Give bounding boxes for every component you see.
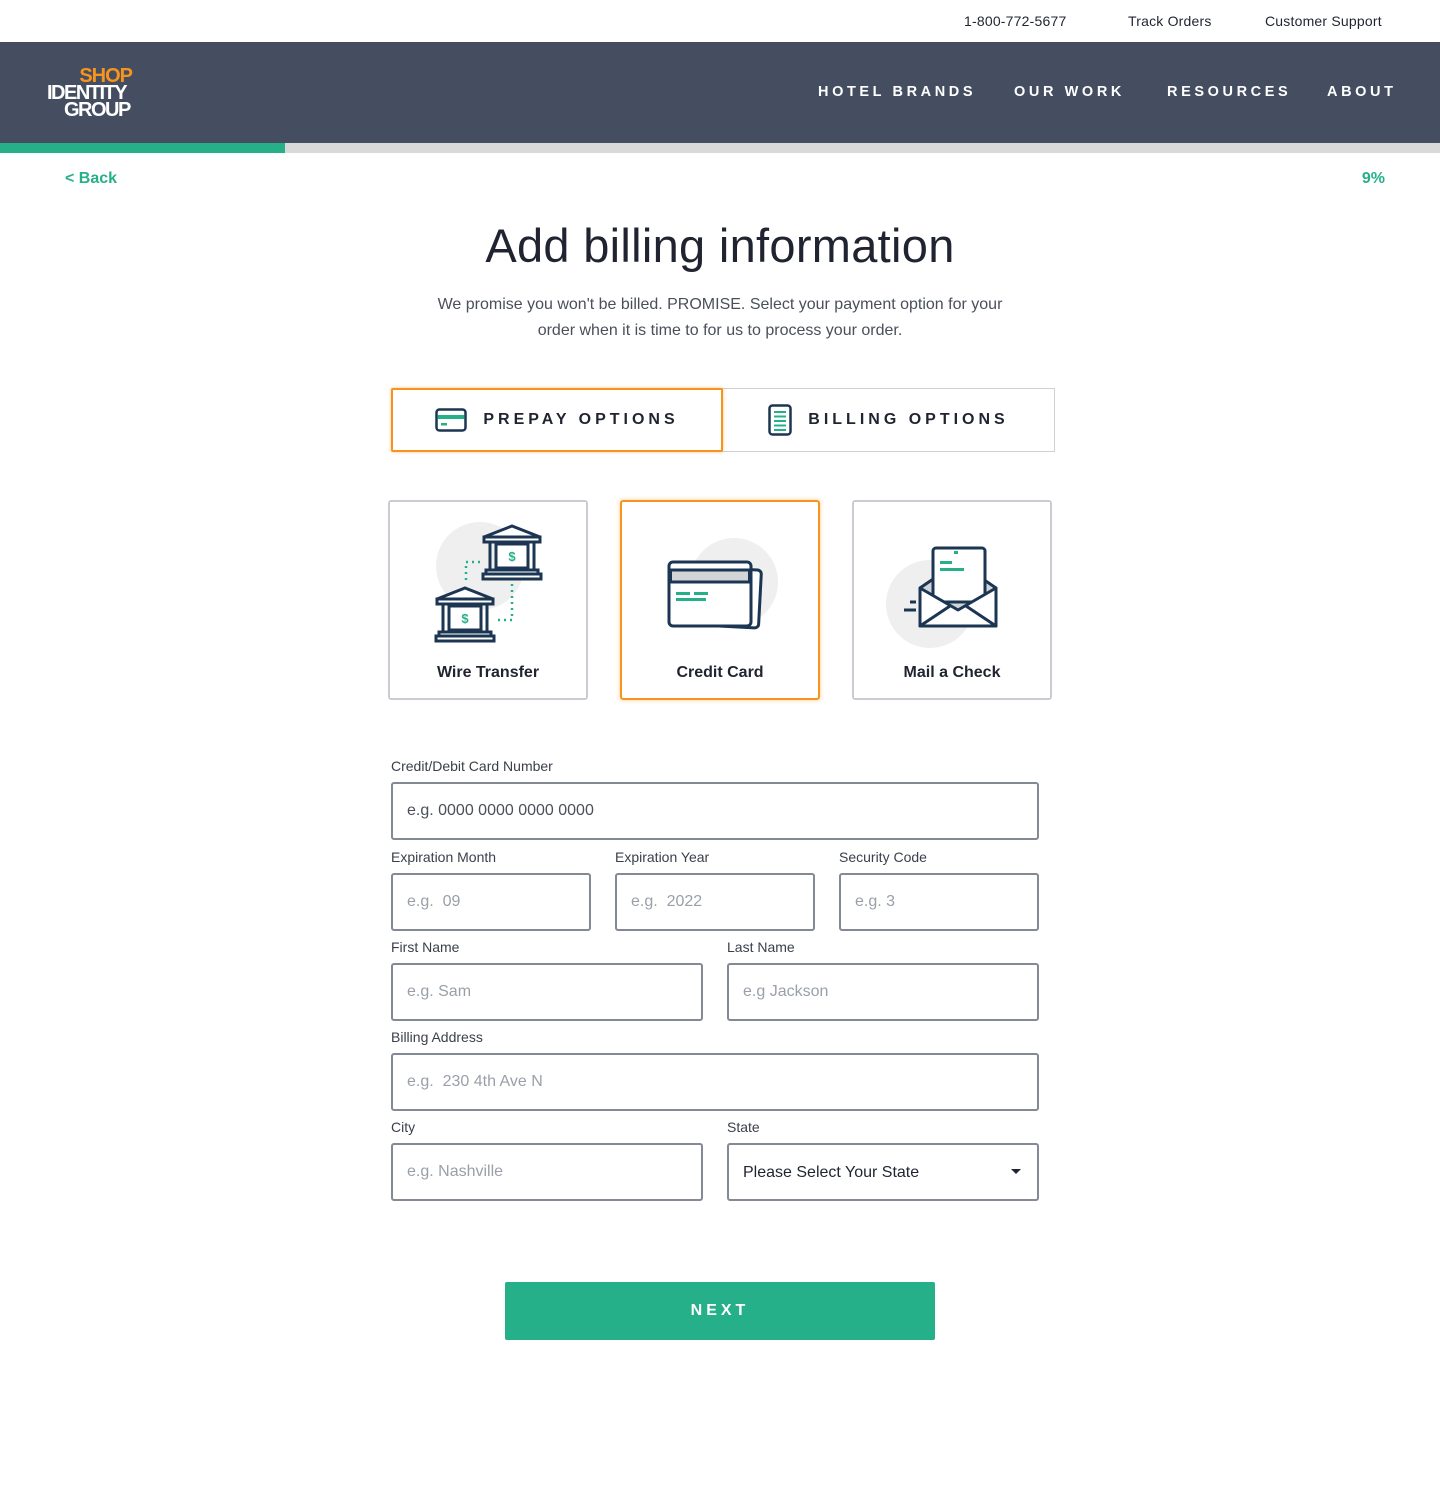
logo-identity-text: IDENTITY bbox=[47, 82, 128, 104]
expiration-year-label: Expiration Year bbox=[615, 849, 710, 865]
mail-check-card[interactable]: Mail a Check bbox=[852, 500, 1052, 700]
wire-transfer-card[interactable]: $ $ Wire Transfer bbox=[388, 500, 588, 700]
svg-text:$: $ bbox=[508, 549, 516, 564]
billing-address-label: Billing Address bbox=[391, 1029, 483, 1045]
expiration-year-input[interactable] bbox=[615, 873, 815, 931]
bank-transfer-icon: $ $ bbox=[434, 522, 543, 643]
site-header: SHOP IDENTITY GROUP HOTEL BRANDS OUR WOR… bbox=[0, 42, 1440, 143]
card-number-input[interactable] bbox=[391, 782, 1039, 840]
phone-link[interactable]: 1-800-772-5677 bbox=[964, 13, 1067, 29]
progress-percent: 9% bbox=[1361, 170, 1385, 187]
progress-bar bbox=[0, 143, 1440, 153]
state-label: State bbox=[727, 1119, 760, 1135]
back-link[interactable]: < Back bbox=[65, 170, 118, 187]
tab-prepay-label: PREPAY OPTIONS bbox=[483, 411, 679, 428]
mail-check-label: Mail a Check bbox=[903, 664, 1001, 681]
logo-group-text: GROUP bbox=[64, 99, 131, 121]
progress-bar-fill bbox=[0, 143, 286, 153]
city-input[interactable] bbox=[391, 1143, 703, 1201]
nav-our-work[interactable]: OUR WORK bbox=[1014, 84, 1125, 100]
tab-billing-options[interactable]: BILLING OPTIONS bbox=[722, 388, 1055, 452]
credit-card-icon bbox=[435, 408, 468, 432]
invoice-icon bbox=[768, 404, 793, 436]
first-name-label: First Name bbox=[391, 939, 460, 955]
expiration-month-label: Expiration Month bbox=[391, 849, 497, 865]
billing-address-input[interactable] bbox=[391, 1053, 1039, 1111]
next-button[interactable]: NEXT bbox=[505, 1282, 935, 1340]
chevron-down-icon bbox=[1011, 1169, 1021, 1174]
svg-text:$: $ bbox=[461, 611, 469, 626]
envelope-icon bbox=[886, 546, 998, 648]
state-select-value: Please Select Your State bbox=[743, 1164, 920, 1181]
page-subtitle: We promise you won't be billed. PROMISE.… bbox=[437, 296, 1003, 339]
shop-identity-group-logo[interactable]: SHOP IDENTITY GROUP bbox=[46, 66, 138, 122]
credit-card-option[interactable]: Credit Card bbox=[620, 500, 820, 700]
city-label: City bbox=[391, 1119, 416, 1135]
utility-bar: 1-800-772-5677 Track Orders Customer Sup… bbox=[0, 0, 1440, 42]
page-title: Add billing information bbox=[485, 219, 955, 272]
last-name-input[interactable] bbox=[727, 963, 1039, 1021]
nav-about[interactable]: ABOUT bbox=[1327, 84, 1397, 100]
state-select[interactable]: Please Select Your State bbox=[727, 1143, 1039, 1201]
payment-type-tabs: PREPAY OPTIONS BILLING OPTIONS bbox=[391, 388, 1055, 452]
expiration-month-input[interactable] bbox=[391, 873, 591, 931]
credit-card-label: Credit Card bbox=[676, 664, 764, 681]
tab-billing-label: BILLING OPTIONS bbox=[808, 411, 1009, 428]
nav-resources[interactable]: RESOURCES bbox=[1167, 84, 1292, 100]
card-number-label: Credit/Debit Card Number bbox=[391, 758, 553, 774]
credit-card-illustration-icon bbox=[667, 538, 778, 630]
customer-support-link[interactable]: Customer Support bbox=[1265, 13, 1382, 29]
security-code-label: Security Code bbox=[839, 849, 927, 865]
security-code-input[interactable] bbox=[839, 873, 1039, 931]
tab-prepay-options[interactable]: PREPAY OPTIONS bbox=[391, 388, 723, 452]
nav-hotel-brands[interactable]: HOTEL BRANDS bbox=[818, 84, 977, 100]
track-orders-link[interactable]: Track Orders bbox=[1128, 13, 1212, 29]
wire-transfer-label: Wire Transfer bbox=[436, 664, 540, 681]
logo-shop-text: SHOP bbox=[79, 65, 133, 87]
last-name-label: Last Name bbox=[727, 939, 795, 955]
first-name-input[interactable] bbox=[391, 963, 703, 1021]
